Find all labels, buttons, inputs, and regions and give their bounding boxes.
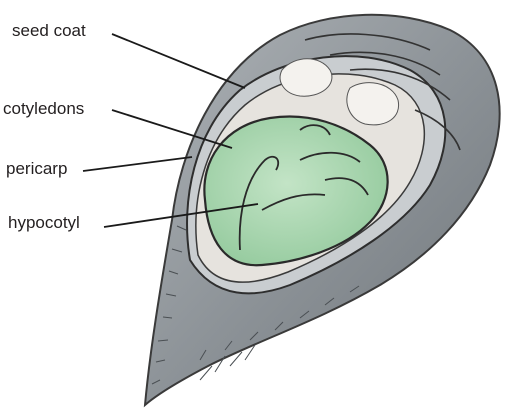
seed-coat-highlight	[347, 83, 399, 125]
seed-coat-highlight	[280, 59, 332, 96]
label-seed-coat: seed coat	[12, 22, 86, 39]
leader-line-pericarp	[83, 157, 192, 171]
label-cotyledons: cotyledons	[3, 100, 84, 117]
label-hypocotyl: hypocotyl	[8, 214, 80, 231]
label-pericarp: pericarp	[6, 160, 67, 177]
leader-line-seed-coat	[112, 34, 245, 88]
